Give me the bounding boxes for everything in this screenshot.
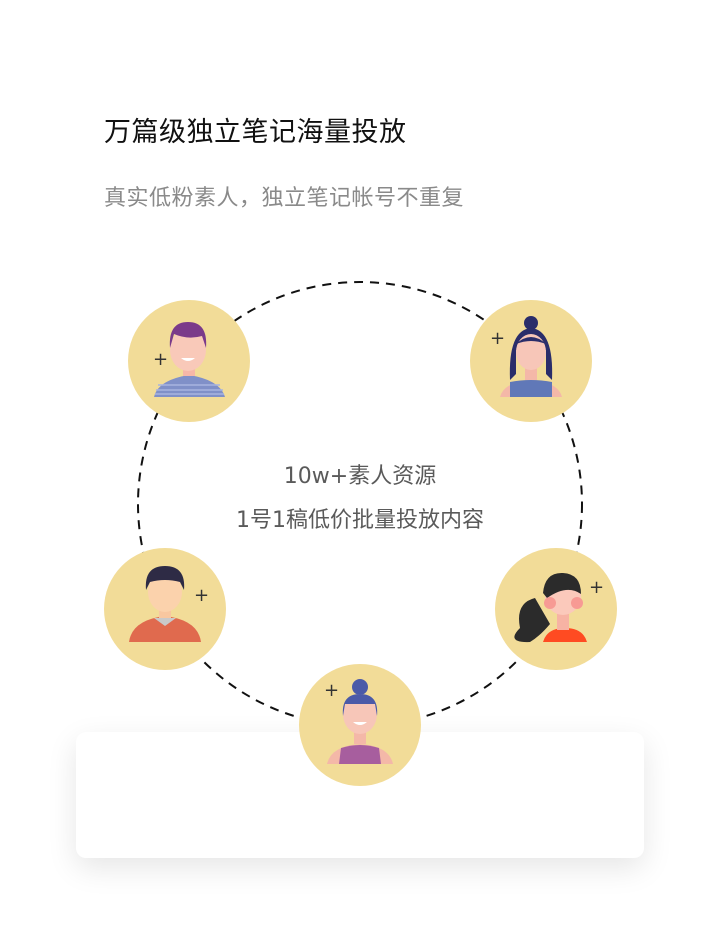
man-orange-shirt-avatar: + (104, 548, 226, 670)
plus-icon: + (324, 680, 339, 701)
man-striped-shirt-avatar: + (128, 300, 250, 422)
page-subtitle: 真实低粉素人，独立笔记帐号不重复 (104, 186, 465, 211)
resource-count-text: 10w+素人资源 (283, 464, 437, 489)
woman-purple-top-avatar: + (299, 664, 421, 786)
woman-bun-avatar: + (470, 300, 592, 422)
page-title: 万篇级独立笔记海量投放 (104, 117, 407, 148)
plus-icon: + (589, 577, 604, 598)
plus-icon: + (194, 585, 209, 606)
woman-long-hair-avatar: + (495, 548, 617, 670)
plus-icon: + (490, 328, 505, 349)
plus-icon: + (153, 349, 168, 370)
delivery-text: 1号1稿低价批量投放内容 (236, 508, 484, 533)
